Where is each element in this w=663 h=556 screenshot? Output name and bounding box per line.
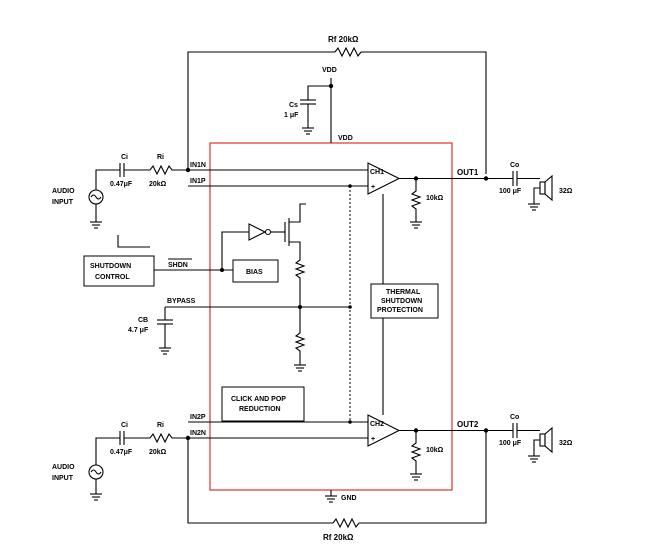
gnd: GND xyxy=(325,490,357,503)
ch2-label: CH2 xyxy=(370,421,384,428)
cb-value: 4.7 μF xyxy=(128,327,149,334)
vdd-label: VDD xyxy=(338,135,353,142)
ri-bottom-value: 20kΩ xyxy=(149,449,167,456)
ch1-label: CH1 xyxy=(370,169,384,176)
output-ch2: Co 100 μF 32Ω xyxy=(486,414,573,463)
audio-input-bottom-line1: AUDIO xyxy=(52,464,75,471)
input-network-ch1: Ci Ri 0.47μF 20kΩ AUDIO INPUT xyxy=(52,154,191,229)
ci-top-value: 0.47μF xyxy=(110,181,133,188)
co-top-value: 100 μF xyxy=(499,188,522,195)
audio-input-top-line1: AUDIO xyxy=(52,188,75,195)
thermal-line1: THERMAL xyxy=(386,289,421,296)
in1p-label: IN1P xyxy=(190,178,206,185)
rf-bottom-label: Rf 20kΩ xyxy=(323,533,354,542)
bypass-network: BYPASS CB 4.7 μF xyxy=(128,298,352,372)
gnd-label: GND xyxy=(341,495,357,502)
vdd-top-label: VDD xyxy=(322,67,337,74)
load-bottom-label: 10kΩ xyxy=(426,447,444,454)
rf-top-label: Rf 20kΩ xyxy=(328,35,359,44)
cs-value: 1 μF xyxy=(284,112,299,119)
ci-bottom-value: 0.47μF xyxy=(110,449,133,456)
vdd-supply: VDD Cs 1 μF VDD xyxy=(284,67,353,143)
speaker-top-label: 32Ω xyxy=(559,188,573,195)
audio-input-bottom-line2: INPUT xyxy=(52,475,74,482)
output-ch1: Co 100 μF 32Ω xyxy=(486,162,573,211)
ri-top-label: Ri xyxy=(157,154,164,161)
speaker-bottom-label: 32Ω xyxy=(559,440,573,447)
bias-block xyxy=(232,259,279,283)
shutdown-control-line2: CONTROL xyxy=(95,274,130,281)
shutdown-control-block xyxy=(83,255,155,287)
thermal-line3: PROTECTION xyxy=(377,307,423,314)
load-top-label: 10kΩ xyxy=(426,195,444,202)
ci-top-label: Ci xyxy=(121,154,128,161)
audio-input-top-line2: INPUT xyxy=(52,199,74,206)
co-bottom-label: Co xyxy=(510,414,519,421)
svg-text:+: + xyxy=(371,436,375,443)
out1-label: OUT1 xyxy=(457,168,479,177)
click-pop-line2: REDUCTION xyxy=(239,406,281,413)
ri-bottom-label: Ri xyxy=(157,422,164,429)
thermal-shutdown-block xyxy=(370,283,439,319)
feedback-resistor-bottom: Rf 20kΩ xyxy=(187,430,487,542)
amplifier-ch2: CH2 + 10kΩ OUT2 xyxy=(367,414,489,481)
bypass-label: BYPASS xyxy=(167,298,196,305)
ci-bottom-label: Ci xyxy=(121,422,128,429)
thermal-line2: SHUTDOWN xyxy=(381,298,422,305)
shutdown-control-line1: SHUTDOWN xyxy=(90,263,131,270)
shdn-label: SHDN xyxy=(168,262,188,269)
in1n-label: IN1N xyxy=(190,162,206,169)
ch2-inputs: IN2P IN2N xyxy=(188,414,368,439)
click-pop-line1: CLICK AND POP xyxy=(231,396,286,403)
co-top-label: Co xyxy=(510,162,519,169)
ch1-inputs: IN1N IN1P xyxy=(188,162,368,188)
shutdown-control: SHUTDOWN CONTROL SHDN BIAS xyxy=(83,203,306,309)
co-bottom-value: 100 μF xyxy=(499,440,522,447)
ri-top-value: 20kΩ xyxy=(149,181,167,188)
in2p-label: IN2P xyxy=(190,414,206,421)
bias-label: BIAS xyxy=(246,269,263,276)
cb-label: CB xyxy=(138,317,148,324)
input-network-ch2: Ci Ri 0.47μF 20kΩ AUDIO INPUT xyxy=(52,422,191,501)
feedback-resistor-top: Rf 20kΩ xyxy=(187,35,487,174)
amplifier-ch1: CH1 + 10kΩ OUT1 xyxy=(367,162,489,229)
out2-label: OUT2 xyxy=(457,420,479,429)
svg-text:+: + xyxy=(371,184,375,191)
click-pop-block xyxy=(221,386,305,422)
cs-label: Cs xyxy=(289,102,298,109)
in2n-label: IN2N xyxy=(190,430,206,437)
